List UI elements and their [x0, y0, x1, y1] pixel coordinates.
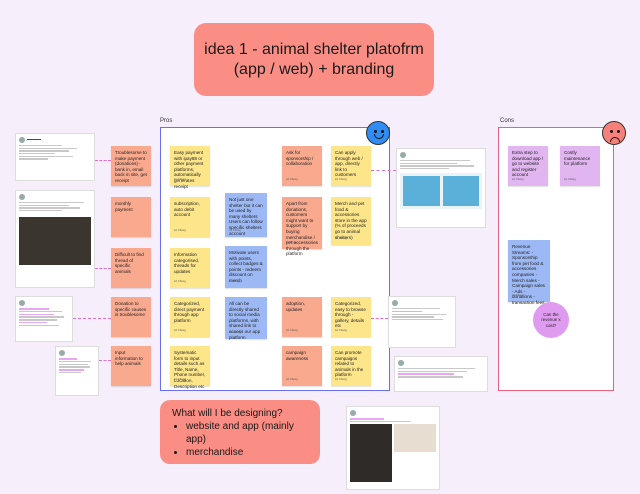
connector-line [95, 160, 111, 161]
sticky-systematic-form[interactable]: Systematic form to input details such as… [170, 346, 210, 389]
happy-face-icon [366, 121, 390, 145]
design-item: merchandise [186, 446, 308, 459]
avatar [400, 152, 406, 158]
connector-line [99, 360, 111, 361]
product-photo [400, 173, 482, 210]
avatar [19, 137, 25, 143]
sticky-motivate[interactable]: Motivate users with points, collect badg… [225, 246, 267, 288]
avatar [392, 300, 398, 306]
sticky-extra-step[interactable]: Extra step to download app / go to websi… [508, 146, 548, 186]
connector-line [371, 318, 388, 319]
item-photo [394, 424, 436, 453]
post-screenshot-7[interactable] [394, 356, 488, 392]
sticky-share[interactable]: All can be directly shared to social med… [225, 297, 267, 340]
sticky-easy-payment[interactable]: Easy payment with ipay88 or other paymen… [170, 146, 210, 189]
post-screenshot-4[interactable] [55, 346, 99, 396]
avatar [350, 410, 356, 416]
design-heading: What will I be designing? [172, 408, 283, 419]
pros-label: Pros [160, 118, 173, 124]
sad-face-icon [602, 121, 626, 145]
avatar [59, 350, 65, 356]
post-screenshot-8[interactable] [346, 406, 440, 490]
sticky-revenue[interactable]: Revenue Streams: - Sponsorship from pet … [508, 240, 550, 305]
post-screenshot-2[interactable] [15, 190, 95, 288]
design-item: website and app (mainly app) [186, 420, 308, 446]
circle-note[interactable]: Can the revenue x cost? [533, 302, 569, 338]
design-box[interactable]: What will I be designing? website and ap… [160, 400, 320, 464]
design-list: website and app (mainly app) merchandise [186, 420, 308, 459]
sticky-promote[interactable]: Can promote campaigns related to animals… [331, 346, 371, 386]
avatar [19, 194, 25, 200]
post-screenshot-1[interactable]: ▬▬▬▬▬ [15, 133, 95, 181]
sticky-info-categorised[interactable]: Information categorised, threads for upd… [170, 248, 210, 288]
sticky-can-apply[interactable]: Can apply through web / app, directly li… [331, 146, 371, 186]
sticky-donation[interactable]: Donation to specific causes is troubleso… [111, 297, 151, 337]
sticky-monthly[interactable]: monthly payment [111, 197, 151, 237]
page-title: idea 1 - animal shelter platofrm (app / … [194, 23, 434, 96]
post-screenshot-6[interactable] [388, 296, 456, 348]
sticky-not-just-one[interactable]: Not just one shelter but it can be used … [225, 193, 267, 237]
connector-line [95, 268, 111, 269]
sticky-merch-pet[interactable]: Merch and pet food & accessories store i… [331, 197, 371, 245]
connector-line [371, 170, 396, 171]
sticky-difficult[interactable]: Difficult to find thread of specific ani… [111, 248, 151, 288]
sticky-troublesome[interactable]: Troublesome to make payment (donations) … [111, 146, 151, 186]
post-screenshot-3[interactable] [15, 296, 73, 342]
cons-label: Cons [500, 118, 515, 124]
sticky-input[interactable]: Input information to help animals [111, 346, 151, 386]
sticky-apart-donations[interactable]: Apart from donations, customers might wa… [282, 197, 322, 256]
connector-line [73, 318, 111, 319]
sticky-easy-browse[interactable]: Categorized, easy to browse through - ga… [331, 297, 371, 337]
sticky-categorized-payment[interactable]: Categorized, direct payment through app … [170, 297, 210, 337]
avatar [19, 300, 25, 306]
avatar [398, 360, 404, 366]
post-screenshot-5[interactable] [396, 148, 486, 228]
dog-photo [350, 424, 392, 483]
animal-photo [19, 217, 91, 266]
